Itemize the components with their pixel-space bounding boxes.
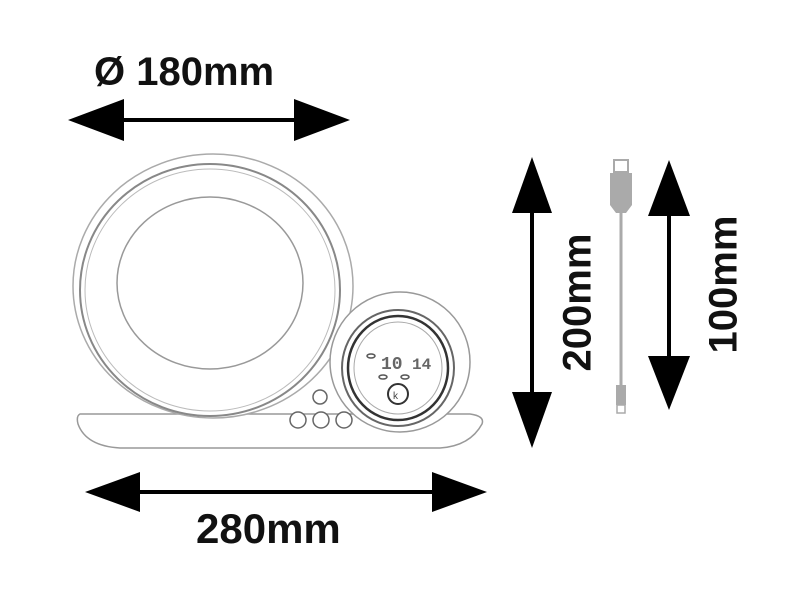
- base-width-arrow: [85, 472, 487, 512]
- ring-light: [72, 153, 354, 419]
- cable-length-label: 100mm: [701, 215, 746, 354]
- cable-length-arrow: [648, 160, 690, 410]
- svg-text:k: k: [393, 391, 399, 402]
- base-width-label: 280mm: [196, 505, 341, 552]
- clock-display: 10 14 k: [329, 291, 471, 433]
- ring-diameter-label: Ø 180mm: [94, 50, 275, 94]
- ring-diameter-arrow: [68, 99, 350, 141]
- control-buttons: [289, 389, 353, 429]
- svg-text:14: 14: [412, 356, 432, 374]
- svg-text:10: 10: [381, 355, 403, 375]
- usb-cable: [610, 159, 632, 414]
- height-arrow: [512, 157, 552, 448]
- height-label: 200mm: [555, 233, 600, 372]
